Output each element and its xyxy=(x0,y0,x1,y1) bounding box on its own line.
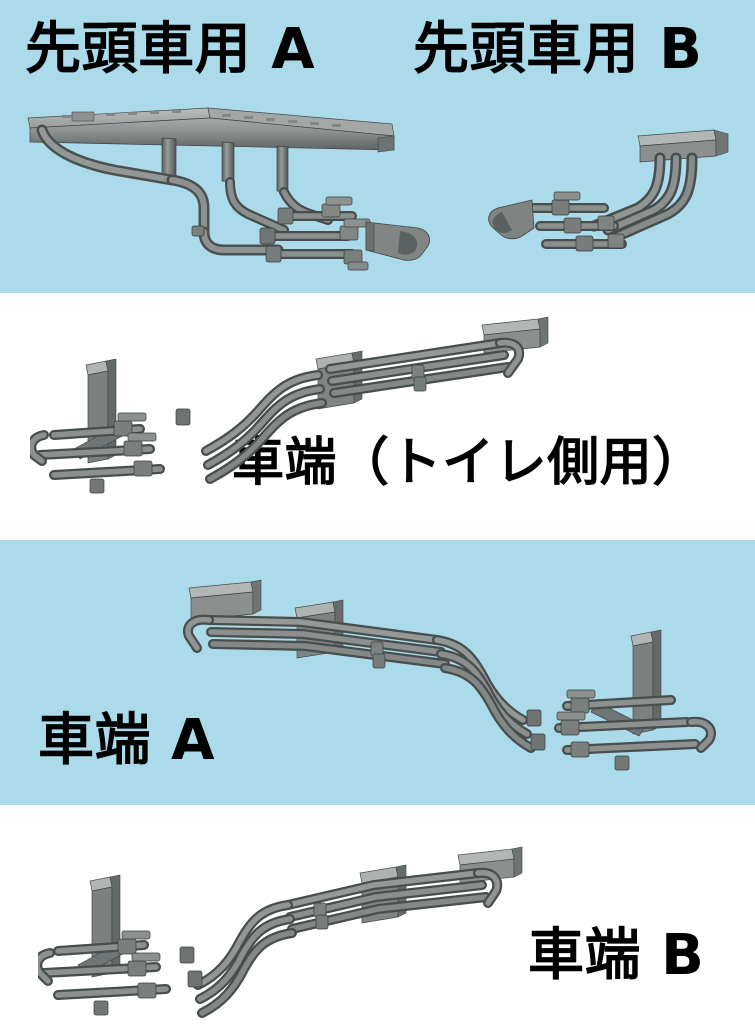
panel-lead-car: 先頭車用 A 先頭車用 B xyxy=(0,0,755,293)
caption-car-end-a: 車端 A xyxy=(38,708,216,773)
caption-car-end-b: 車端 B xyxy=(528,923,705,988)
figure-piping-assembly-lead-car-a xyxy=(22,104,442,274)
figure-piping-assembly-car-end-b xyxy=(38,835,528,1024)
figure-piping-assembly-lead-car-b xyxy=(488,128,738,268)
caption-car-end-toilet-side: 車端（トイレ側用） xyxy=(232,433,705,493)
panel-car-end-a: 車端 A xyxy=(0,540,755,805)
figure-piping-assembly-car-end-a xyxy=(175,578,735,778)
caption-lead-car-a: 先頭車用 A xyxy=(25,17,316,82)
panel-car-end-b: 車端 B xyxy=(0,805,755,1024)
panel-car-end-toilet-side: 車端（トイレ側用） xyxy=(0,293,755,540)
figure-piping-assembly-car-end-toilet-side xyxy=(30,303,550,513)
caption-lead-car-b: 先頭車用 B xyxy=(413,17,703,82)
